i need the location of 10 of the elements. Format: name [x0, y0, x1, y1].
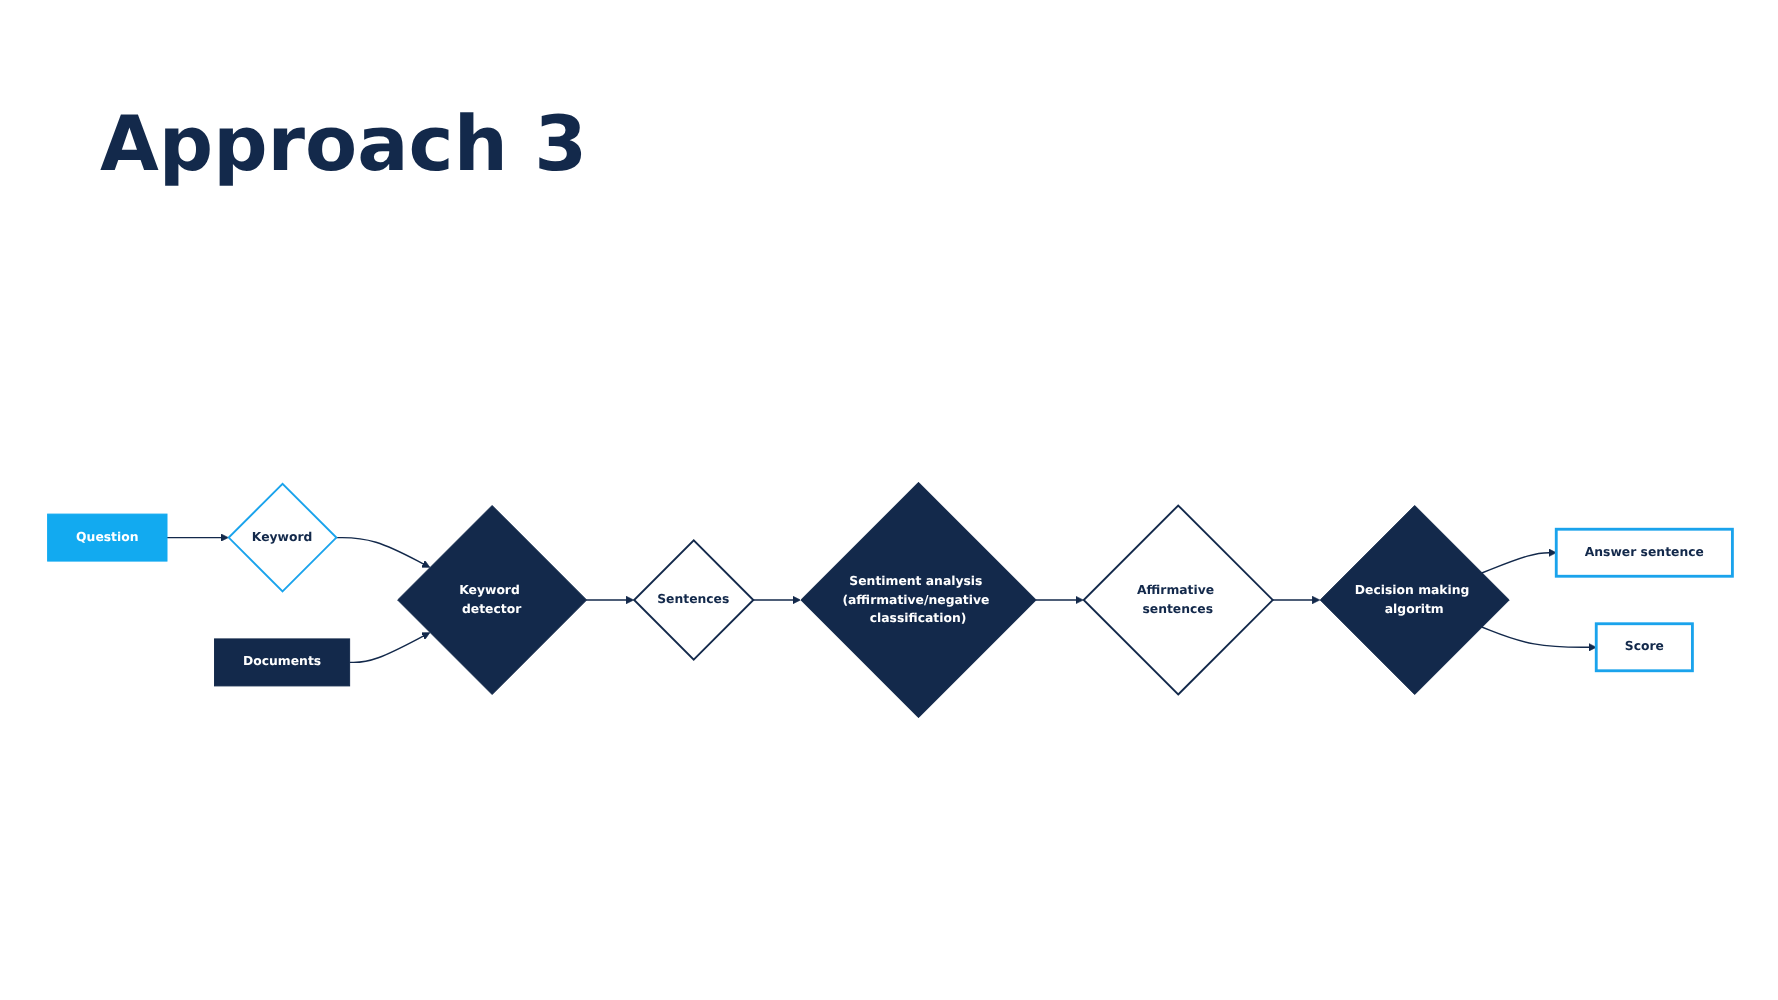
arrow: [1481, 548, 1557, 574]
arrow: [1271, 595, 1321, 605]
arrow: [348, 632, 431, 664]
arrow: [335, 536, 431, 568]
arrow: [1481, 626, 1597, 652]
arrow: [585, 595, 635, 605]
arrow: [1035, 595, 1084, 605]
arrow: [752, 595, 801, 605]
title: Approach 3: [100, 100, 588, 188]
arrow: [166, 533, 229, 542]
